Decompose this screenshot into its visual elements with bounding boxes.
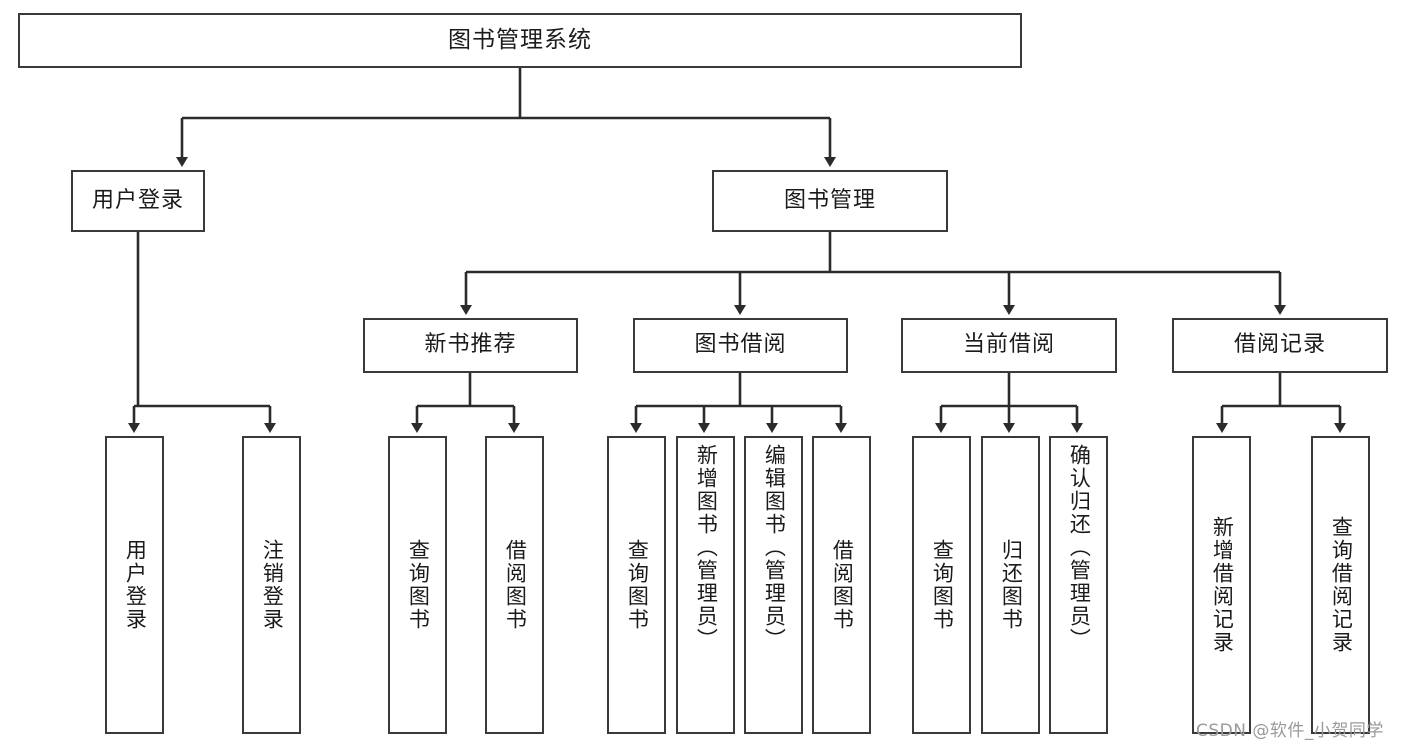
node-new-book-recommend[interactable]: 新书推荐 bbox=[363, 318, 578, 373]
node-book-management-system[interactable]: 图书管理系统 bbox=[18, 13, 1022, 68]
node-label: 归还图书 bbox=[999, 539, 1024, 631]
node-label: 新增借阅记录 bbox=[1210, 516, 1235, 654]
node-label: 借阅图书 bbox=[503, 539, 528, 631]
node-label: 注销登录 bbox=[260, 539, 285, 631]
leaf-borrow-book-recommend[interactable]: 借阅图书 bbox=[485, 436, 544, 734]
node-label: 图书借阅 bbox=[694, 332, 787, 358]
node-label: 确认归还（管理员） bbox=[1067, 444, 1092, 651]
node-label: 新书推荐 bbox=[424, 332, 517, 358]
node-label: 借阅图书 bbox=[830, 539, 855, 631]
node-book-borrow[interactable]: 图书借阅 bbox=[633, 318, 848, 373]
node-user-login[interactable]: 用户登录 bbox=[71, 170, 205, 232]
leaf-confirm-return-admin[interactable]: 确认归还（管理员） bbox=[1049, 436, 1108, 734]
leaf-query-book-borrow[interactable]: 查询图书 bbox=[607, 436, 666, 734]
leaf-borrow-book[interactable]: 借阅图书 bbox=[812, 436, 871, 734]
node-label: 借阅记录 bbox=[1233, 332, 1326, 358]
node-label: 图书管理 bbox=[783, 187, 876, 213]
leaf-add-borrow-record[interactable]: 新增借阅记录 bbox=[1192, 436, 1251, 734]
leaf-edit-book-admin[interactable]: 编辑图书（管理员） bbox=[744, 436, 803, 734]
node-borrow-record[interactable]: 借阅记录 bbox=[1172, 318, 1388, 373]
leaf-query-borrow-record[interactable]: 查询借阅记录 bbox=[1311, 436, 1370, 734]
node-label: 查询图书 bbox=[930, 539, 955, 631]
csdn-watermark: CSDN @软件_小贺同学 bbox=[1196, 721, 1384, 741]
node-label: 查询图书 bbox=[406, 539, 431, 631]
leaf-query-book-recommend[interactable]: 查询图书 bbox=[388, 436, 447, 734]
node-label: 查询借阅记录 bbox=[1329, 516, 1354, 654]
node-current-borrow[interactable]: 当前借阅 bbox=[901, 318, 1117, 373]
node-label: 图书管理系统 bbox=[448, 26, 592, 53]
node-book-management[interactable]: 图书管理 bbox=[712, 170, 948, 232]
node-label: 查询图书 bbox=[625, 539, 650, 631]
leaf-return-book[interactable]: 归还图书 bbox=[981, 436, 1040, 734]
node-label: 当前借阅 bbox=[962, 332, 1055, 358]
leaf-query-book-current[interactable]: 查询图书 bbox=[912, 436, 971, 734]
leaf-user-logout[interactable]: 注销登录 bbox=[242, 436, 301, 734]
node-label: 编辑图书（管理员） bbox=[762, 444, 787, 651]
node-label: 用户登录 bbox=[123, 539, 148, 631]
node-label: 新增图书（管理员） bbox=[694, 444, 719, 651]
node-label: 用户登录 bbox=[91, 187, 184, 213]
leaf-user-login[interactable]: 用户登录 bbox=[105, 436, 164, 734]
leaf-add-book-admin[interactable]: 新增图书（管理员） bbox=[676, 436, 735, 734]
